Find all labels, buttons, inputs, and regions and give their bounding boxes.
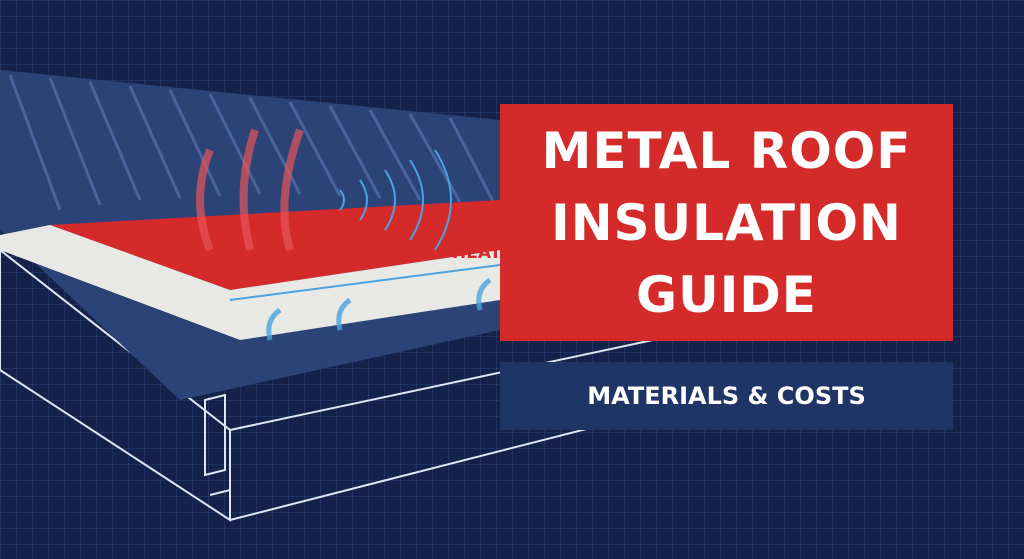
heat-label-left: HEAT bbox=[258, 262, 308, 282]
subtitle-text: MATERIALS & COSTS bbox=[587, 382, 866, 410]
subtitle-banner: MATERIALS & COSTS bbox=[500, 362, 953, 430]
white-insulation-layer bbox=[0, 225, 500, 340]
cold-wave-lines bbox=[229, 149, 501, 301]
heat-arrows bbox=[196, 128, 304, 252]
cold-arrows bbox=[266, 277, 492, 341]
title-line-3: GUIDE bbox=[636, 265, 817, 324]
title-banner: METAL ROOF INSULATION GUIDE bbox=[500, 104, 953, 341]
red-reflective-layer bbox=[50, 200, 500, 290]
heat-label-right: HEAT bbox=[452, 243, 502, 263]
title-line-1: METAL ROOF bbox=[541, 121, 912, 180]
title-line-2: INSULATION bbox=[551, 193, 902, 252]
